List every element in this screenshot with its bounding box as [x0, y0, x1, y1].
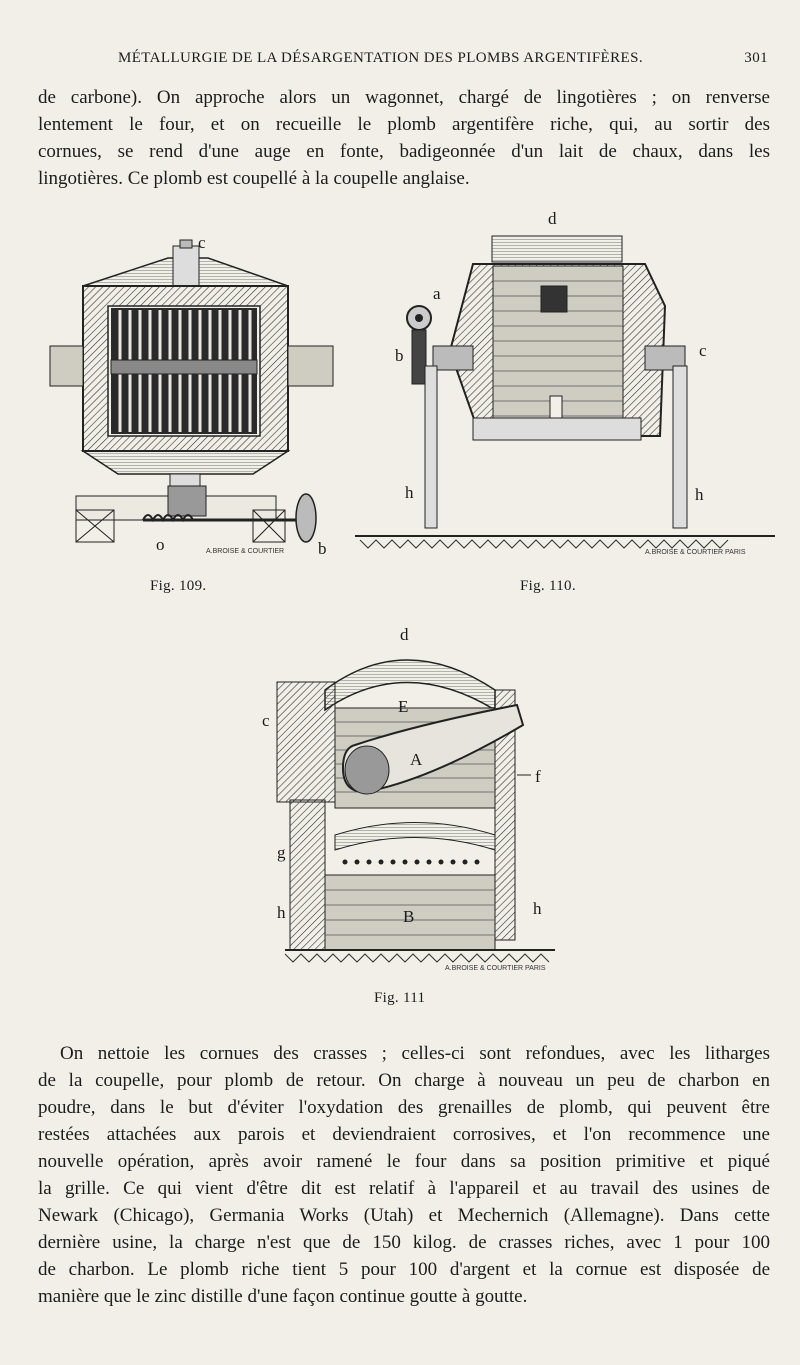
figure-111: d E	[262, 625, 555, 972]
figure-109: c o b A.BROISE & COURTIER	[49, 233, 334, 558]
retort-bars	[110, 308, 258, 434]
text-line: manière que le zinc distille d'une façon…	[38, 1286, 528, 1307]
label-h-left: h	[405, 483, 414, 502]
text-line: nouvelle opération, après avoir ramené l…	[38, 1151, 770, 1172]
label-B: B	[403, 907, 414, 926]
label-c: c	[699, 341, 707, 360]
figure-caption: Fig. 111	[374, 990, 426, 1006]
engraver-credit: A.BROISE & COURTIER PARIS	[645, 549, 746, 556]
label-h-left: h	[277, 903, 286, 922]
engraver-credit: A.BROISE & COURTIER PARIS	[445, 965, 546, 972]
text-line: restées attachées aux parois et deviendr…	[38, 1124, 770, 1145]
label-c: c	[198, 233, 206, 252]
text-line: cornues, se rend d'une auge en fonte, ba…	[38, 141, 770, 162]
label-a: a	[433, 284, 441, 303]
label-E: E	[398, 697, 408, 716]
text-line: de charbon. Le plomb riche tient 5 pour …	[38, 1259, 770, 1280]
label-A: A	[410, 750, 423, 769]
text-line: de carbone). On approche alors un wagonn…	[38, 87, 770, 108]
text-line: la grille. Ce qui vient d'être dit est r…	[38, 1178, 770, 1199]
text-line: On nettoie les cornues des crasses ; cel…	[60, 1043, 770, 1064]
text-line: lentement le four, et on recueille le pl…	[38, 114, 770, 135]
figure-110: d a b c h h A.BROISE & COURTIER	[355, 209, 775, 556]
text-line: lingotières. Ce plomb est coupellé à la …	[38, 168, 470, 189]
text-line: dernière usine, la charge n'est que de 1…	[38, 1232, 770, 1253]
engraver-credit: A.BROISE & COURTIER	[206, 548, 284, 555]
label-d: d	[548, 209, 557, 228]
text-line: Newark (Chicago), Germania Works (Utah) …	[38, 1205, 770, 1226]
paragraph-bottom: On nettoie les cornues des crasses ; cel…	[38, 1040, 770, 1310]
label-c: c	[262, 711, 270, 730]
label-o: o	[156, 535, 165, 554]
label-b: b	[395, 346, 404, 365]
text-line: poudre, dans le but d'éviter l'oxydation…	[38, 1097, 770, 1118]
label-h-right: h	[695, 485, 704, 504]
label-g: g	[277, 843, 286, 862]
page-number: 301	[744, 50, 768, 66]
text-line: de la coupelle, pour plomb de retour. On…	[38, 1070, 770, 1091]
running-title: MÉTALLURGIE DE LA DÉSARGENTATION DES PLO…	[118, 50, 643, 66]
grate-bars	[342, 859, 480, 865]
label-b: b	[318, 539, 327, 558]
figure-caption: Fig. 110.	[520, 578, 576, 594]
page-header: MÉTALLURGIE DE LA DÉSARGENTATION DES PLO…	[38, 50, 768, 74]
figure-caption: Fig. 109.	[150, 578, 207, 594]
retort	[341, 703, 525, 795]
paragraph-top: de carbone). On approche alors un wagonn…	[38, 84, 770, 192]
label-d: d	[400, 625, 409, 644]
label-f: f	[535, 767, 541, 786]
label-h-right: h	[533, 899, 542, 918]
